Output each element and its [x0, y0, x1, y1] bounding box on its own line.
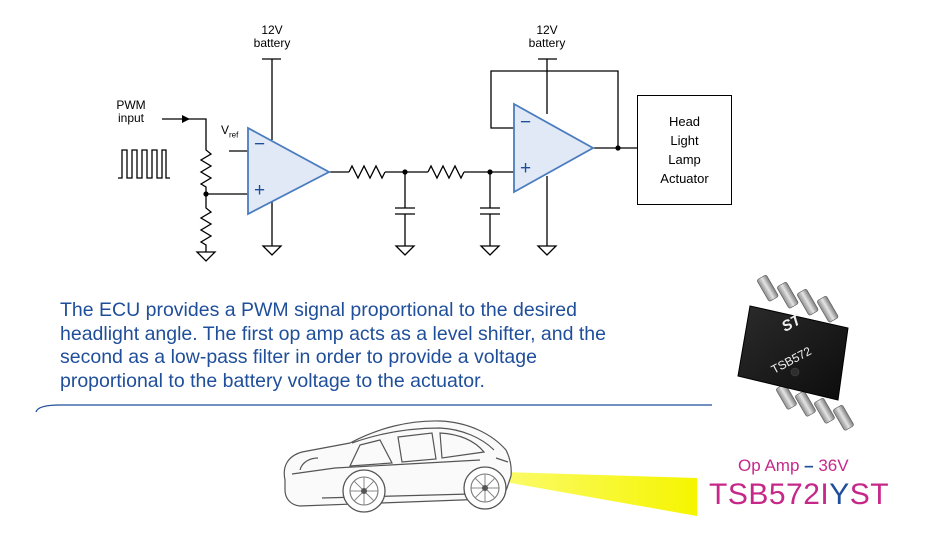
opamp1-minus-sign: −: [254, 134, 266, 155]
opamp1-symbol: [247, 126, 331, 216]
ground-symbol-icon: [394, 245, 416, 256]
part-suffix: ST: [849, 478, 890, 511]
node-divider: [203, 191, 209, 197]
ground-symbol-icon: [479, 245, 501, 256]
car-wheel-rear: [463, 466, 507, 510]
battery1-voltage: 12V: [261, 23, 283, 37]
headlight-beam: [505, 472, 697, 516]
pwm-wire: [181, 118, 207, 148]
battery2-text: battery: [528, 36, 566, 50]
battery2-voltage: 12V: [536, 23, 558, 37]
vref-main: V: [221, 123, 230, 137]
part-number: TSB572IYST: [709, 478, 889, 512]
description-line-4: proportional to the battery voltage to t…: [60, 369, 485, 392]
node-cap1: [402, 169, 408, 175]
opamp2-minus-sign: −: [520, 112, 532, 133]
vref-sub: ref: [229, 130, 239, 140]
description-line-1: The ECU provides a PWM signal proportion…: [60, 299, 577, 321]
opamp1-plus-sign: +: [254, 180, 266, 201]
resistor-r1: [199, 148, 213, 194]
node-output: [615, 145, 621, 151]
ic-chip-image: ST TSB572: [737, 275, 854, 431]
description-line-2: headlight angle. The first op amp acts a…: [60, 322, 606, 345]
node-cap2: [487, 169, 493, 175]
pwm-input-label: PWM input: [108, 99, 154, 125]
opamp-rating-label: Op Amp – 36V: [738, 456, 849, 476]
resistor-r3: [348, 164, 386, 180]
opamp-label-dash: –: [804, 456, 814, 475]
text-underline-divider: [35, 404, 712, 413]
input-text: input: [117, 111, 145, 125]
resistor-r4: [427, 164, 465, 180]
actuator-line-3: Lamp: [668, 152, 701, 167]
battery1-text: battery: [253, 36, 291, 50]
part-prefix: TSB572I: [709, 478, 830, 511]
feedback-loop-wire: [490, 70, 619, 148]
opamp2-plus-sign: +: [520, 158, 532, 179]
actuator-line-4: Actuator: [660, 171, 709, 186]
opamp2-symbol: [513, 102, 595, 194]
opamp-label-right: 36V: [813, 456, 849, 475]
description-line-3: second as a low-pass filter in order to …: [60, 346, 537, 368]
pwm-text: PWM: [116, 98, 146, 112]
car-illustration: [283, 420, 512, 507]
ground-symbol-icon: [195, 251, 217, 262]
pulse-train-icon: [118, 149, 170, 179]
part-y: Y: [829, 478, 850, 511]
battery2-label: 12V battery: [527, 24, 567, 50]
description-text: The ECU provides a PWM signal proportion…: [60, 299, 720, 393]
ground-symbol-icon: [261, 245, 283, 256]
actuator-line-1: Head: [668, 114, 701, 129]
pwm-arrow-icon: [182, 115, 190, 123]
head-light-lamp-actuator-box: Head Light Lamp Actuator: [637, 95, 732, 205]
vref-label: Vref: [221, 124, 238, 141]
opamp-label-left: Op Amp: [738, 456, 805, 475]
car-wheel-front: [342, 469, 386, 513]
battery1-label: 12V battery: [252, 24, 292, 50]
actuator-line-2: Light: [670, 133, 699, 148]
ground-symbol-icon: [536, 245, 558, 256]
resistor-r2: [199, 194, 213, 252]
